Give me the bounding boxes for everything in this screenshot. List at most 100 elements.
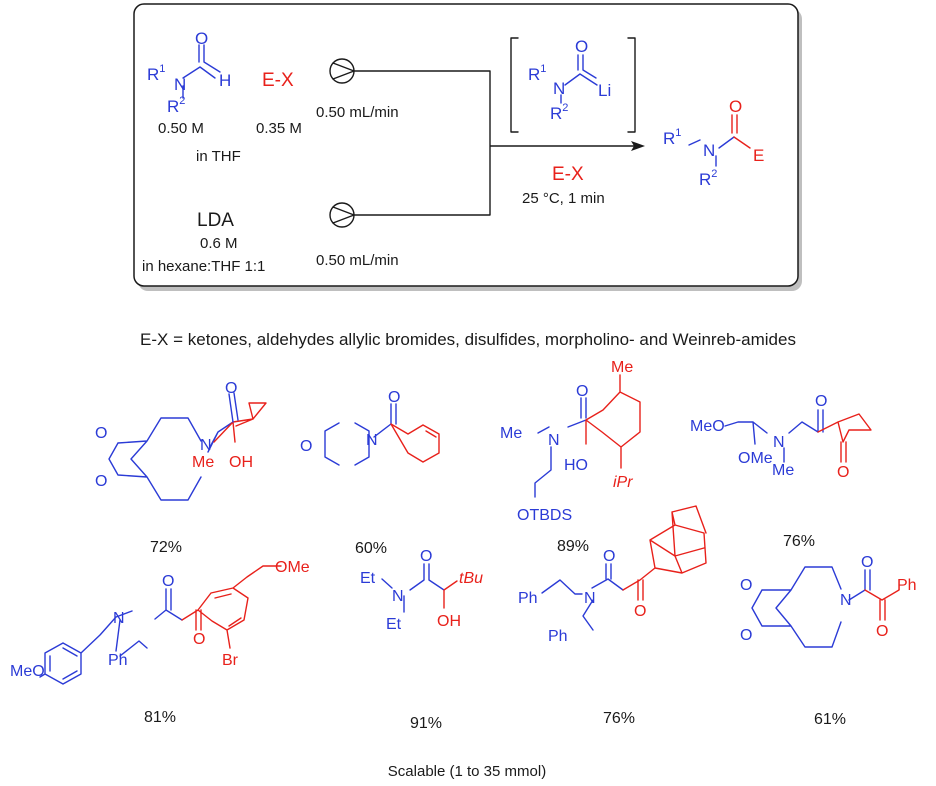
svg-text:Br: Br [222, 652, 239, 669]
svg-text:O: O [740, 627, 752, 644]
substrate-r1: R [147, 65, 159, 84]
carbamoyllithium-intermediate: R1 N O Li R2 [528, 37, 611, 123]
yield-compound-4: 76% [783, 533, 815, 550]
svg-text:O: O [95, 425, 107, 442]
svg-text:O: O [388, 389, 400, 406]
svg-text:R2: R2 [167, 95, 185, 116]
svg-text:OMe: OMe [275, 559, 310, 576]
compound-8: O O N O Ph O [740, 554, 917, 648]
svg-text:N: N [392, 588, 404, 605]
svg-text:R2: R2 [699, 168, 717, 189]
base-concentration: 0.6 M [200, 235, 238, 252]
svg-text:OH: OH [437, 613, 461, 630]
flow-rate-top: 0.50 mL/min [316, 104, 399, 121]
svg-text:N: N [840, 592, 852, 609]
electrophile-label: E-X [262, 70, 294, 91]
conditions-reagent: E-X [552, 164, 584, 185]
product-amide: R1 N O E R2 [663, 97, 764, 189]
svg-text:R1: R1 [147, 63, 165, 84]
yield-compound-8: 61% [814, 711, 846, 728]
svg-text:MeO: MeO [690, 418, 725, 435]
svg-text:Me: Me [500, 425, 522, 442]
svg-text:O: O [634, 603, 646, 620]
electrophile-concentration: 0.35 M [256, 120, 302, 137]
compound-5: MeO N Ph O O Br OMe [10, 559, 310, 685]
svg-text:tBu: tBu [459, 570, 483, 587]
substrate-formamide: R1 N O H R2 [147, 29, 231, 116]
svg-text:HO: HO [564, 457, 588, 474]
substrate-concentration: 0.50 M [158, 120, 204, 137]
conditions-temp-time: 25 °C, 1 min [522, 190, 605, 207]
compound-3: Me N O HO OTBDS Me iPr [500, 359, 641, 524]
svg-text:iPr: iPr [613, 474, 633, 491]
flow-rate-bottom: 0.50 mL/min [316, 252, 399, 269]
svg-text:N: N [773, 434, 785, 451]
svg-text:R1: R1 [528, 63, 546, 84]
scope-description: E-X = ketones, aldehydes allylic bromide… [140, 330, 796, 349]
svg-text:O: O [162, 573, 174, 590]
svg-text:N: N [703, 141, 715, 160]
svg-text:N: N [113, 610, 125, 627]
svg-text:Ph: Ph [897, 577, 917, 594]
reaction-arrow-head [631, 141, 645, 151]
svg-text:O: O [576, 383, 588, 400]
svg-text:E: E [753, 146, 764, 165]
compound-4: MeO OMe N Me O O [690, 393, 872, 481]
svg-text:R2: R2 [550, 102, 568, 123]
compound-7: Ph N Ph O O [518, 505, 707, 645]
svg-text:Ph: Ph [108, 652, 128, 669]
svg-text:O: O [740, 577, 752, 594]
svg-text:Li: Li [598, 81, 611, 100]
svg-text:O: O [575, 37, 588, 56]
svg-text:OH: OH [229, 454, 253, 471]
yield-compound-3: 89% [557, 538, 589, 555]
svg-text:O: O [729, 97, 742, 116]
bracket-left [510, 37, 519, 133]
svg-text:OMe: OMe [738, 450, 773, 467]
substrate-n: N [174, 75, 186, 94]
compound-1: N O O O Me OH [95, 380, 267, 501]
svg-text:N: N [584, 590, 596, 607]
yield-compound-6: 91% [410, 715, 442, 732]
base-solvent: in hexane:THF 1:1 [142, 258, 265, 275]
flow-box [133, 3, 799, 287]
svg-text:N: N [200, 437, 212, 454]
svg-text:N: N [548, 432, 560, 449]
svg-text:R1: R1 [663, 127, 681, 148]
svg-text:Me: Me [192, 454, 214, 471]
yield-compound-5: 81% [144, 709, 176, 726]
svg-text:Me: Me [772, 462, 794, 479]
svg-text:Me: Me [611, 359, 633, 376]
bracket-right [627, 37, 636, 133]
flow-line [353, 70, 638, 216]
substrate-o: O [195, 29, 208, 48]
yield-compound-2: 60% [355, 540, 387, 557]
svg-text:MeO: MeO [10, 663, 45, 680]
substrate-solvent: in THF [196, 148, 241, 165]
svg-text:Ph: Ph [518, 590, 538, 607]
substrate-r2: R [167, 97, 179, 116]
svg-text:O: O [225, 380, 237, 397]
svg-text:O: O [876, 623, 888, 640]
scalability-note: Scalable (1 to 35 mmol) [388, 763, 546, 780]
svg-text:N: N [366, 432, 378, 449]
compound-6: Et N Et O tBu OH [360, 548, 483, 633]
yield-compound-1: 72% [150, 539, 182, 556]
svg-text:Et: Et [360, 570, 376, 587]
svg-text:Ph: Ph [548, 628, 568, 645]
substrate-h: H [219, 71, 231, 90]
svg-text:O: O [300, 438, 312, 455]
svg-text:O: O [95, 473, 107, 490]
svg-text:O: O [861, 554, 873, 571]
pump-bottom-icon [329, 202, 355, 228]
base-label: LDA [197, 210, 234, 231]
svg-text:O: O [837, 464, 849, 481]
pump-top-icon [329, 58, 355, 84]
svg-text:O: O [420, 548, 432, 565]
svg-text:OTBDS: OTBDS [517, 507, 572, 524]
svg-text:O: O [815, 393, 827, 410]
compound-2: O N O [300, 389, 440, 466]
svg-text:O: O [603, 548, 615, 565]
svg-text:N: N [553, 79, 565, 98]
